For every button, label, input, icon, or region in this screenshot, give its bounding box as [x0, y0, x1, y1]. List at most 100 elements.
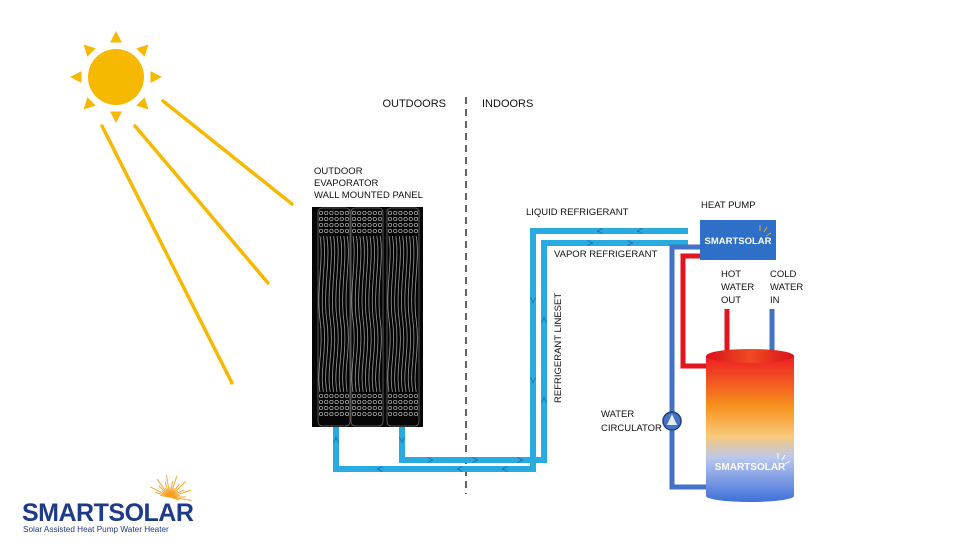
logo-sunburst-ray	[169, 475, 178, 498]
logo-tagline: Solar Assisted Heat Pump Water Heater	[23, 525, 169, 534]
panel-header-dot	[324, 222, 329, 228]
flow-arrow-chevron	[636, 227, 643, 235]
flow-arrow-chevron	[529, 377, 537, 384]
panel-header-dot	[329, 405, 334, 411]
panel-header-dot	[351, 411, 357, 417]
panel-header-dot	[339, 228, 344, 234]
logo-brand-part1: SMART	[22, 499, 109, 527]
panel-header-dot	[403, 222, 408, 228]
panel-header-dot	[393, 405, 398, 411]
panel-header-dot	[403, 393, 408, 399]
heat-pump-label: HEAT PUMP	[701, 200, 756, 211]
panel-header-dot	[318, 405, 324, 411]
panel-header-dot	[334, 228, 339, 234]
panel-header-dot	[357, 228, 362, 234]
panel-header-dot	[357, 393, 362, 399]
panel-header-dot	[357, 399, 362, 405]
panel-header-dot	[344, 405, 350, 411]
flow-arrow-chevron	[540, 396, 548, 403]
panel-header-dot	[403, 228, 408, 234]
panel-header-dot	[329, 399, 334, 405]
panel-header-dot	[398, 228, 403, 234]
outdoors-label: OUTDOORS	[382, 98, 446, 110]
panel-header-dot	[393, 222, 398, 228]
panel-channel-line	[342, 235, 346, 393]
panel-header-dot	[377, 399, 383, 405]
flow-arrow-chevron	[472, 456, 479, 464]
circulator-label-line-2: CIRCULATOR	[601, 423, 662, 434]
panel-header-dot	[367, 222, 372, 228]
panel-header-dot	[339, 393, 344, 399]
hot-label-line-1: HOT	[721, 269, 741, 280]
panel-header-dot	[334, 216, 339, 222]
tank-body	[706, 356, 794, 502]
panel-header-dot	[329, 411, 334, 417]
panel-header-dot	[318, 399, 324, 405]
panel-header-dot	[351, 228, 357, 234]
heat-pump-badge: SMARTSOLAR	[704, 236, 771, 247]
panel-channel-line	[321, 235, 325, 393]
panel-header-dot	[413, 405, 419, 411]
panel-header-dot	[344, 399, 350, 405]
panel-header-dot	[344, 228, 350, 234]
panel-header-dot	[372, 405, 377, 411]
panel-channel-line	[407, 235, 411, 393]
panel-header-dot	[413, 228, 419, 234]
tank-top	[706, 349, 794, 363]
panel-header-dot	[372, 393, 377, 399]
panel-header-dot	[351, 210, 357, 216]
panel-header-dot	[387, 222, 393, 228]
panel-header-dot	[334, 222, 339, 228]
refrigerant-lineset	[332, 227, 688, 473]
smartsolar-logo: SMARTSOLAR Solar Assisted Heat Pump Wate…	[22, 475, 194, 534]
panel-header-dot	[387, 405, 393, 411]
flow-arrow-chevron	[427, 456, 434, 464]
logo-sunburst-ray	[169, 496, 192, 501]
panel-header-dot	[324, 228, 329, 234]
flow-arrow-chevron	[627, 239, 634, 247]
panel-header-dot	[408, 228, 413, 234]
flow-arrow-chevron	[596, 227, 603, 235]
panel-header-dot	[344, 393, 350, 399]
water-return-pipe	[669, 244, 710, 490]
panel-header-dot	[408, 222, 413, 228]
panel-header-dot	[329, 210, 334, 216]
panel-header-dot	[398, 210, 403, 216]
sun-beam	[133, 124, 270, 285]
tank-badge-sunburst-icon	[777, 453, 791, 465]
panel-header-dot	[344, 411, 350, 417]
panel-header-dot	[362, 411, 367, 417]
cold-label-line-2: WATER	[770, 282, 803, 293]
flow-arrow-chevron	[517, 456, 524, 464]
panel-channel-line	[414, 235, 418, 393]
panel-header-dot	[339, 411, 344, 417]
panel-header-dot	[334, 393, 339, 399]
sun-ray-triangle	[150, 71, 162, 83]
sun-beam	[161, 99, 294, 206]
hot-water-supply-pipe	[680, 253, 710, 369]
flow-arrow-chevron	[398, 437, 406, 444]
sun-ray-triangle	[110, 31, 122, 43]
panel-header-dot	[408, 399, 413, 405]
panel-header-dot	[367, 399, 372, 405]
logo-sunburst-ray	[156, 478, 171, 498]
panel-channel-line	[338, 235, 342, 393]
logo-sunburst-ray	[169, 489, 192, 498]
panel-header-dot	[362, 216, 367, 222]
panel-header-dot	[324, 393, 329, 399]
panel-channel-line	[411, 235, 415, 393]
panel-header-dot	[372, 216, 377, 222]
panel-channel-line	[345, 235, 349, 393]
panel-header-dot	[413, 393, 419, 399]
panel-header-dot	[398, 405, 403, 411]
panel-header-dot	[377, 210, 383, 216]
panel-header-dot	[367, 411, 372, 417]
panel-header-dot	[387, 399, 393, 405]
flow-arrow-chevron	[501, 465, 508, 473]
panel-header-dot	[344, 210, 350, 216]
panel-channel-line	[332, 235, 336, 393]
sun-rays	[100, 99, 294, 385]
panel-header-dot	[339, 210, 344, 216]
panel-header-dot	[377, 405, 383, 411]
heat-pump-body	[700, 220, 776, 260]
